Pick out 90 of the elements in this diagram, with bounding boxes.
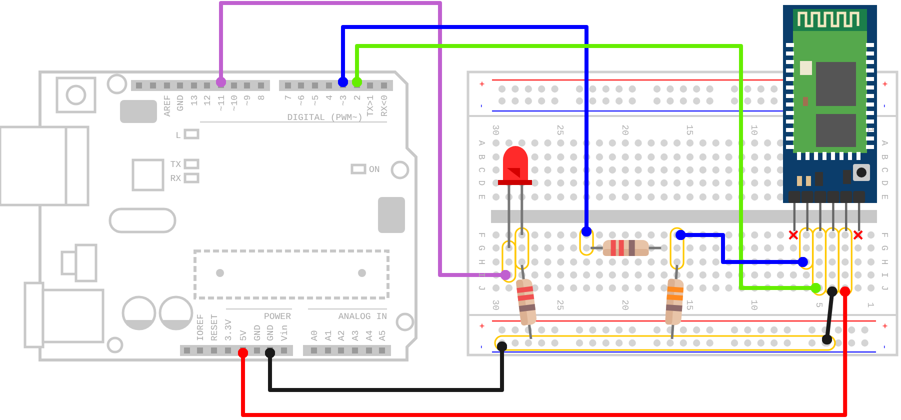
header-label: ANALOG IN [338,312,387,322]
pin-label: 2 [353,95,363,100]
row-letter: G [879,245,889,251]
rail-sign: - [879,103,889,109]
pin-label: A4 [365,330,375,341]
pin-label: TX>1 [366,95,376,117]
column-number: 20 [619,124,630,136]
microcontroller-board-drawing [0,70,418,362]
pin-label: 12 [203,95,213,106]
column-number: 20 [619,300,630,310]
row-letter: H [476,259,486,265]
pin-label: RX<0 [380,95,390,117]
wire [352,44,821,294]
pin-label: 5V [239,330,249,341]
column-number: 1 [865,127,875,133]
wire [238,286,850,417]
column-number: 5 [813,302,824,308]
row-letter: D [476,180,486,186]
indicator-label: RX [170,174,181,184]
column-number: 30 [490,300,500,310]
rail-sign: - [476,344,486,350]
row-letter: D [879,180,889,186]
resistor-drawing [590,240,662,256]
pin-label: ~6 [297,95,307,106]
pin-label: A0 [310,330,320,341]
wire [338,25,592,237]
pin-label: RESET [210,314,220,341]
indicator-label: ON [369,165,380,175]
pin-label: ~10 [230,95,240,112]
rail-sign: - [879,344,889,350]
row-letter: E [879,194,889,200]
rail-sign: - [476,103,486,109]
header-label: POWER [264,312,291,322]
pin-label: ~9 [243,95,253,106]
resistor-drawing [664,264,684,340]
column-number: 15 [684,300,694,310]
row-letter: C [879,167,889,173]
row-letter: H [879,259,889,265]
led-drawing [498,146,532,248]
jumper-wire [822,286,838,345]
indicator-label: L [176,131,181,141]
rail-sign: + [879,81,889,87]
indicator-label: TX [170,160,181,170]
pin-label: A1 [324,330,334,341]
column-number: 10 [748,300,759,310]
pin-label: 13 [190,95,200,106]
pin-label: ~11 [217,95,227,112]
resistor-drawing [516,264,538,340]
rail-sign: + [476,81,486,87]
column-number: 25 [554,124,565,136]
row-letter: I [476,272,486,278]
pin-label: GND [176,95,186,112]
row-letter: B [476,154,486,160]
column-number: 25 [554,300,565,310]
column-number: 30 [490,124,500,136]
pin-label: GND [253,324,263,341]
row-letter: F [879,232,889,238]
row-letter: A [879,140,889,146]
row-letter: I [879,272,889,278]
column-number: 10 [748,124,759,136]
pin-label: 7 [284,95,294,100]
rail-sign: + [476,323,486,329]
row-letter: J [879,285,889,291]
row-letter: E [476,194,486,200]
jumper-wire [676,230,808,268]
row-letter: A [476,140,486,146]
pin-label: GND [266,324,276,341]
row-letter: J [476,285,486,291]
wire [216,1,511,280]
pin-label: Vin [280,324,290,341]
pin-label: ~3 [339,95,349,106]
pin-label: A5 [378,330,388,341]
pin-label: IOREF [196,314,206,341]
column-number: 15 [684,124,694,136]
pin-label: 4 [325,95,335,100]
pin-label: ~5 [311,95,321,106]
row-letter: F [476,232,486,238]
pin-label: A2 [337,330,347,341]
header-label: DIGITAL (PWM~) [287,113,363,123]
pin-label: A3 [351,330,361,341]
pin-label: AREF [163,95,173,117]
pin-label: 3.3V [224,319,234,341]
row-letter: G [476,245,486,251]
pin-label: 8 [257,95,267,100]
wire [264,341,508,392]
row-letter: C [476,167,486,173]
wireless-module-drawing [783,5,877,231]
column-number: 1 [865,302,875,308]
row-letter: B [879,154,889,160]
rail-sign: + [879,323,889,329]
